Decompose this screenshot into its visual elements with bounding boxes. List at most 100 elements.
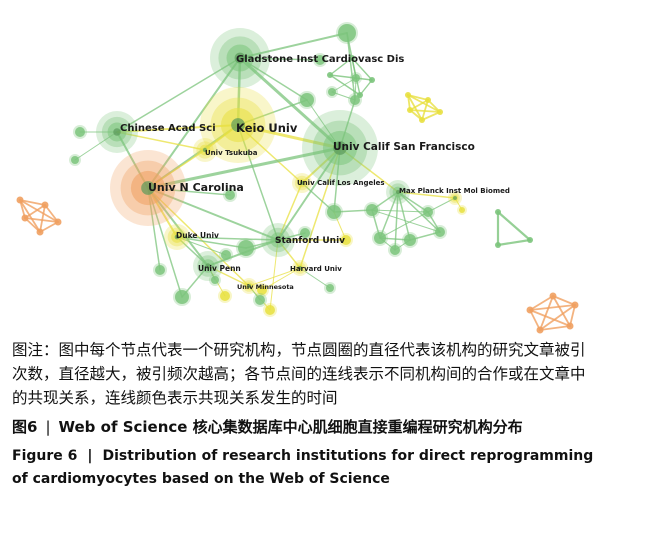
cluster-0-edge <box>24 204 46 219</box>
cluster-1-edge <box>529 295 554 311</box>
node-n23-core <box>423 207 433 217</box>
node-n5 <box>73 125 87 139</box>
node-duke-center <box>174 234 180 240</box>
cluster-3-edge <box>496 238 532 247</box>
node-unc-center <box>141 181 155 195</box>
node-gladstone-center <box>234 52 246 64</box>
node-n9 <box>219 248 233 262</box>
cluster-4-edge <box>329 74 361 96</box>
label-chinese-acad: Chinese Acad Sci <box>120 123 216 134</box>
cluster-1-edge <box>539 325 571 331</box>
edge-harvard-n19 <box>299 267 331 289</box>
cluster-4-node-1 <box>349 55 355 61</box>
cluster-2-edge <box>409 99 429 111</box>
node-n29 <box>253 293 267 307</box>
figure-title-cn: Web of Science 核心集数据库中心肌细胞直接重编程研究机构分布 <box>58 418 523 436</box>
node-mp2 <box>448 191 462 205</box>
cluster-4-node-2 <box>369 77 375 83</box>
caption-note: 图注：图中每个节点代表一个研究机构，节点圆圈的直径代表该机构的研究文章被引次数，… <box>12 341 586 407</box>
cluster-0-node-3 <box>36 228 44 236</box>
node-n7 <box>223 188 237 202</box>
node-ucla-center <box>300 181 304 185</box>
cluster-2-edge <box>407 94 441 113</box>
node-n4 <box>348 93 362 107</box>
node-n13 <box>298 226 312 240</box>
node-n20-core <box>366 204 378 216</box>
edge-penn-minnesota <box>207 265 250 287</box>
label-minnesota: Univ Minnesota <box>237 283 294 291</box>
node-n8-core <box>238 240 254 256</box>
node-ucsf <box>302 110 378 186</box>
cluster-2-node-1 <box>425 97 431 103</box>
edge-chinese-tsukuba <box>116 131 206 151</box>
node-mp2-center <box>453 196 457 200</box>
cluster-1-edge <box>539 304 576 331</box>
cluster-1-edge <box>529 309 541 331</box>
node-stanford <box>261 223 295 257</box>
title-separator-cn: | <box>45 418 51 436</box>
edge-gladstone-n1 <box>239 32 348 59</box>
node-n26 <box>457 205 467 215</box>
node-keio-center <box>231 118 245 132</box>
node-n7-core <box>225 190 235 200</box>
cluster-0-node-4 <box>21 214 29 222</box>
cluster-4-edge <box>329 57 353 76</box>
node-keio <box>200 87 276 163</box>
node-gladstone <box>210 28 270 88</box>
cluster-0-edge <box>19 199 41 233</box>
cluster-3-edge <box>496 210 532 242</box>
node-n27 <box>350 72 362 84</box>
node-n24 <box>433 225 447 239</box>
node-n17-core <box>211 276 219 284</box>
node-duke <box>164 224 190 250</box>
network-nodes <box>16 22 579 334</box>
node-n22-core <box>404 234 416 246</box>
cluster-1-node-4 <box>536 326 544 334</box>
node-n14 <box>325 203 343 221</box>
cluster-1-edge <box>569 304 576 327</box>
edge-ucla-stanford <box>277 182 303 241</box>
node-n5-core <box>75 127 85 137</box>
node-n12-core <box>265 305 275 315</box>
node-penn <box>193 251 223 281</box>
edge-ucsf-unc <box>146 146 342 190</box>
label-keio: Keio Univ <box>236 121 298 135</box>
node-n22 <box>402 232 418 248</box>
cluster-3-node-0 <box>495 209 501 215</box>
node-n21-core <box>374 232 386 244</box>
label-stanford: Stanford Univ <box>275 236 345 246</box>
node-tsukuba-center <box>202 147 208 153</box>
node-n17 <box>209 274 221 286</box>
node-minnesota <box>241 278 257 294</box>
edge-maxplanck-n25 <box>394 191 399 251</box>
cluster-4-node-0 <box>327 72 333 78</box>
node-n27-core <box>352 74 360 82</box>
node-n2 <box>313 53 327 67</box>
label-tsukuba: Univ Tsukuba <box>205 149 258 157</box>
cluster-3-node-1 <box>527 237 533 243</box>
node-n10-core <box>175 290 189 304</box>
node-n18-core <box>155 265 165 275</box>
node-n16 <box>255 283 269 297</box>
node-n3 <box>298 91 316 109</box>
label-ucla: Univ Calif Los Angeles <box>297 179 385 187</box>
figure-caption: 图注：图中每个节点代表一个研究机构，节点圆圈的直径代表该机构的研究文章被引次数，… <box>12 338 652 491</box>
node-n25 <box>388 243 402 257</box>
edge-keio-chinese <box>116 124 239 133</box>
edge-gladstone-chinese <box>116 57 241 133</box>
node-n19 <box>324 282 336 294</box>
cluster-1-node-2 <box>571 301 579 309</box>
node-stanford-center <box>274 236 282 244</box>
cluster-2-node-3 <box>419 117 425 123</box>
cluster-1-node-0 <box>526 306 534 314</box>
cluster-1-edge <box>539 295 554 331</box>
node-maxplanck <box>386 180 410 204</box>
cluster-0-edge <box>19 199 59 223</box>
node-harvard-center <box>298 266 302 270</box>
network-labels: Gladstone Inst Cardiovasc Dis Chinese Ac… <box>120 54 510 291</box>
edge-mp2-n23 <box>427 197 456 213</box>
edge-unc-stanford <box>147 187 279 241</box>
edge-ucsf-stanford <box>277 147 341 241</box>
node-n23 <box>421 205 435 219</box>
edge-n20-n23 <box>371 209 429 213</box>
